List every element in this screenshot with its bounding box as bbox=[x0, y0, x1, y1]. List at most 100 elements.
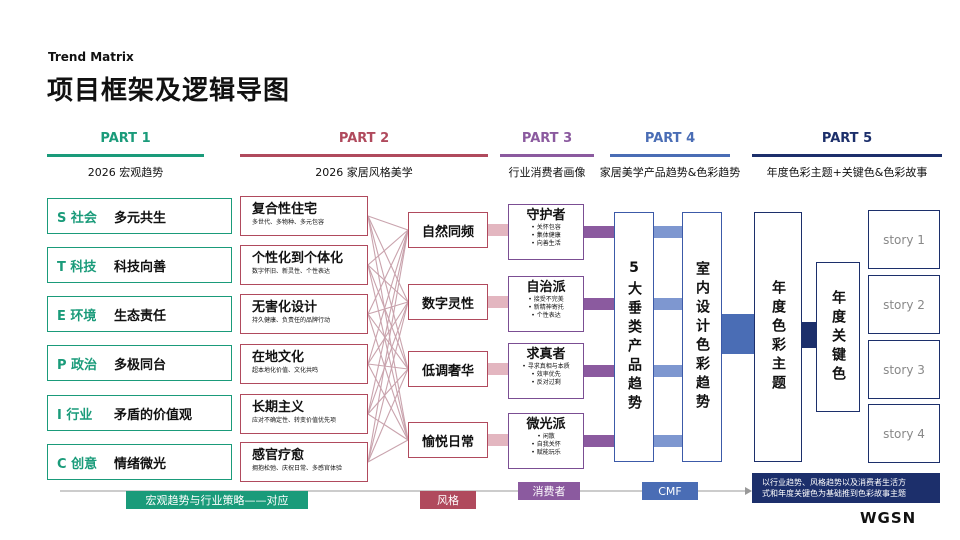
trend-box: 复合性住宅 多世代、多物种、多元包容 bbox=[240, 196, 368, 236]
part5-subtitle: 年度色彩主题+关键色&色彩故事 bbox=[766, 166, 928, 179]
persona-card: 守护者 • 关怀包容 • 集体健康 • 向善生活 bbox=[508, 204, 584, 260]
part1-line bbox=[47, 154, 204, 157]
steep-key: I 行业 bbox=[57, 407, 93, 423]
trend-box: 无害化设计 持久健康、负责任的品牌行动 bbox=[240, 294, 368, 334]
trend-style-connector bbox=[367, 229, 409, 315]
trend-subtitle: 应对不确定性、转变价值优先项 bbox=[252, 417, 337, 424]
summary-line: 以行业趋势、风格趋势以及消费者生活方 bbox=[762, 478, 906, 487]
trend-style-connector bbox=[367, 301, 409, 315]
persona-item: • 关怀包容 bbox=[531, 224, 561, 231]
persona-item: • 寻求真相与本质 bbox=[522, 363, 570, 370]
persona-title: 自治派 bbox=[526, 280, 566, 295]
steep-value: 矛盾的价值观 bbox=[114, 407, 193, 423]
style-label: 风格 bbox=[420, 491, 476, 509]
trend-style-connector bbox=[367, 363, 409, 370]
steep-value: 多极同台 bbox=[114, 357, 167, 373]
trend-style-connector bbox=[367, 363, 409, 441]
annual-key-color-label: 年度关键色 bbox=[830, 289, 846, 385]
summary-line: 式和年度关键色为基础推到色彩故事主题 bbox=[762, 489, 906, 498]
trend-title: 在地文化 bbox=[252, 350, 305, 365]
part1-title: PART 1 bbox=[100, 131, 151, 146]
part4-title: PART 4 bbox=[644, 131, 696, 146]
persona-product-band bbox=[584, 226, 614, 238]
trend-box: 个性化到个体化 数字怀旧、新灵性、个性表达 bbox=[240, 245, 368, 285]
trend-style-connector bbox=[367, 301, 409, 415]
style-persona-band bbox=[488, 224, 508, 236]
steep-row-industry: I 行业 矛盾的价值观 bbox=[47, 395, 232, 431]
annual-color-theme-column: 年度色彩主题 bbox=[754, 212, 802, 462]
persona-item: • 效率优先 bbox=[531, 371, 561, 378]
trend-style-connector bbox=[367, 301, 409, 463]
cmf-label: CMF bbox=[642, 482, 698, 500]
trend-style-connector bbox=[367, 264, 409, 441]
summary-label: 以行业趋势、风格趋势以及消费者生活方 式和年度关键色为基础推到色彩故事主题 bbox=[752, 473, 940, 503]
brand-label: Trend Matrix bbox=[48, 50, 134, 64]
wgsn-logo: WGSN bbox=[860, 509, 917, 527]
product-trend-column: 5大垂类产品趋势 bbox=[614, 212, 654, 462]
steep-key: S 社会 bbox=[57, 210, 97, 226]
trend-style-connector bbox=[367, 229, 409, 365]
persona-item: • 自我关怀 bbox=[531, 441, 561, 448]
trend-style-connector bbox=[367, 215, 409, 303]
trend-style-connector bbox=[367, 264, 409, 303]
trend-title: 无害化设计 bbox=[252, 300, 318, 315]
trend-style-connector bbox=[367, 368, 409, 415]
trend-style-connector bbox=[367, 368, 409, 463]
steep-key: C 创意 bbox=[57, 456, 98, 472]
story-box: story 4 bbox=[868, 404, 940, 463]
trend-box: 长期主义 应对不确定性、转变价值优先项 bbox=[240, 394, 368, 434]
macro-strategy-label: 宏观趋势与行业策略——对应 bbox=[126, 491, 308, 509]
persona-item: • 接受不完美 bbox=[528, 296, 564, 303]
steep-key: E 环境 bbox=[57, 308, 97, 324]
annual-key-color-column: 年度关键色 bbox=[816, 262, 860, 412]
persona-card: 自治派 • 接受不完美 • 新精神寄托 • 个性表达 bbox=[508, 276, 584, 332]
persona-item: • 向善生活 bbox=[531, 240, 561, 247]
part3-title: PART 3 bbox=[521, 131, 573, 146]
persona-item: • 新精神寄托 bbox=[528, 304, 564, 311]
trend-subtitle: 拥抱松弛、庆祝日常、多感官体验 bbox=[252, 465, 343, 472]
part3-subtitle: 行业消费者画像 bbox=[508, 166, 586, 179]
steep-key: P 政治 bbox=[57, 357, 98, 373]
trend-style-connector bbox=[367, 313, 409, 370]
persona-item: • 个性表达 bbox=[531, 312, 561, 319]
story-box: story 2 bbox=[868, 275, 940, 334]
steep-row-technology: T 科技 科技向善 bbox=[47, 247, 232, 283]
theme-keycolor-band bbox=[802, 322, 816, 348]
consumer-label: 消费者 bbox=[518, 482, 580, 500]
persona-card: 求真者 • 寻求真相与本质 • 效率优先 • 反对过剩 bbox=[508, 343, 584, 399]
interior-theme-band bbox=[722, 314, 754, 354]
steep-row-environment: E 环境 生态责任 bbox=[47, 296, 232, 332]
persona-product-band bbox=[584, 435, 614, 447]
product-interior-band bbox=[654, 298, 682, 310]
steep-value: 科技向善 bbox=[114, 259, 167, 275]
steep-row-social: S 社会 多元共生 bbox=[47, 198, 232, 234]
part2-title: PART 2 bbox=[338, 131, 390, 146]
persona-item: • 赋能玩乐 bbox=[531, 449, 561, 456]
style-persona-band bbox=[488, 434, 508, 446]
trend-style-connector bbox=[367, 215, 409, 231]
steep-value: 情绪微光 bbox=[114, 456, 167, 472]
trend-style-connector bbox=[367, 301, 409, 365]
steep-value: 生态责任 bbox=[114, 308, 167, 324]
trend-subtitle: 超本地化价值、文化共鸣 bbox=[252, 367, 319, 374]
trend-subtitle: 多世代、多物种、多元包容 bbox=[252, 219, 325, 226]
persona-product-band bbox=[584, 298, 614, 310]
trend-style-connector bbox=[367, 229, 409, 463]
part2-subtitle: 2026 家居风格美学 bbox=[315, 166, 413, 179]
persona-item: • 闲散 bbox=[537, 433, 555, 440]
style-node: 愉悦日常 bbox=[408, 422, 488, 458]
steep-value: 多元共生 bbox=[114, 210, 167, 226]
product-trend-label: 5大垂类产品趋势 bbox=[626, 260, 642, 414]
trend-box: 在地文化 超本地化价值、文化共鸣 bbox=[240, 344, 368, 384]
interior-color-label: 室内设计色彩趋势 bbox=[694, 261, 710, 413]
steep-key: T 科技 bbox=[57, 259, 97, 275]
steep-row-creative: C 创意 情绪微光 bbox=[47, 444, 232, 480]
trend-title: 个性化到个体化 bbox=[252, 251, 344, 266]
product-interior-band bbox=[654, 226, 682, 238]
persona-card: 微光派 • 闲散 • 自我关怀 • 赋能玩乐 bbox=[508, 413, 584, 469]
trend-title: 感官疗愈 bbox=[252, 448, 305, 463]
annual-color-theme-label: 年度色彩主题 bbox=[770, 280, 786, 394]
persona-product-band bbox=[584, 365, 614, 377]
